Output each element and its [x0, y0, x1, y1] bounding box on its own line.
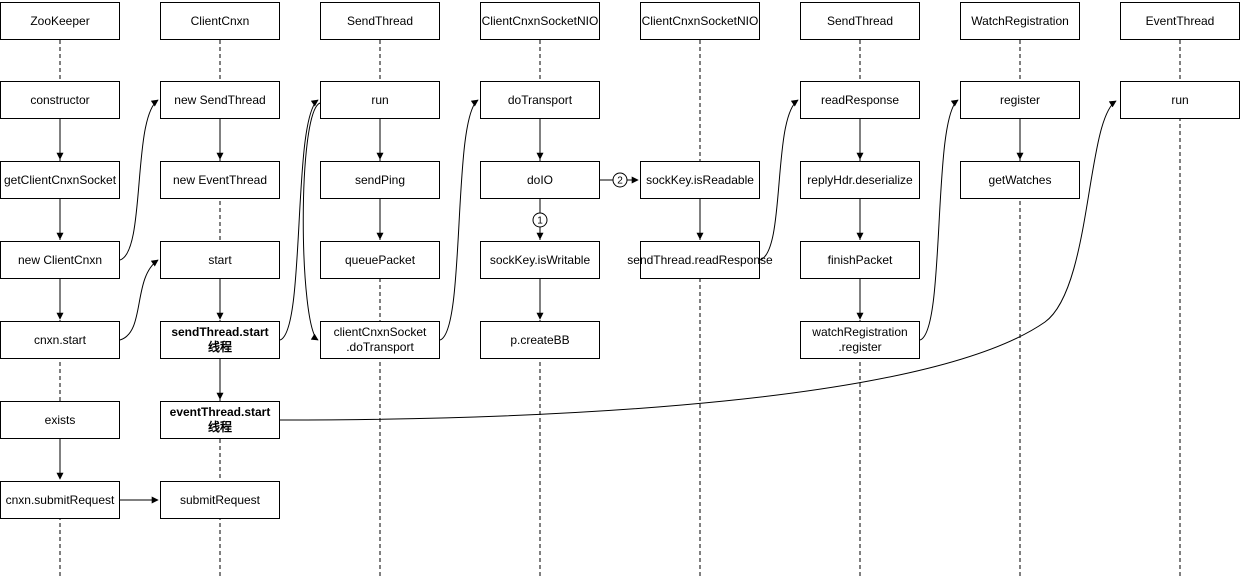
node-label: clientCnxnSocket [333, 325, 427, 339]
edge-st2-watchregistrationregister-to-wr-register [919, 99, 959, 341]
column-header-label: WatchRegistration [971, 13, 1069, 28]
node-nio-sockkeyiswritable: sockKey.isWritable [480, 241, 600, 279]
node-label: doTransport [507, 92, 573, 107]
node-st2-watchregistrationregister: watchRegistration.register [800, 321, 920, 359]
column-header-label: ClientCnxnSocketNIO [481, 13, 599, 28]
node-cc-neweventthread: new EventThread [160, 161, 280, 199]
node-st-sendping: sendPing [320, 161, 440, 199]
column-header-label: ClientCnxnSocketNIO [641, 13, 759, 28]
node-label: sendPing [354, 172, 406, 187]
step-badge-number: 2 [617, 176, 623, 187]
node-wr-getwatches: getWatches [960, 161, 1080, 199]
node-label: sockKey.isWritable [489, 252, 591, 267]
node-label: exists [44, 412, 76, 427]
node-label: eventThread.start [169, 405, 271, 419]
node-nio-dotransport: doTransport [480, 81, 600, 119]
column-header-label: SendThread [826, 13, 894, 28]
node-label: queuePacket [344, 252, 416, 267]
node-label: new SendThread [174, 92, 266, 107]
node-label: getClientCnxnSocket [3, 172, 117, 187]
edge-cc-sendthreadstart-to-st-run [279, 99, 319, 341]
node-label: p.createBB [510, 332, 570, 347]
node-label: replyHdr.deserialize [807, 172, 913, 187]
node-label: readResponse [820, 92, 900, 107]
node-label: 线程 [207, 340, 232, 354]
edge-zk-newclientcnxn-to-cc-newsendthread [119, 99, 159, 261]
node-label: sendThread.start [171, 325, 269, 339]
column-header-watchregistration: WatchRegistration [960, 2, 1080, 40]
node-label: new EventThread [172, 172, 268, 187]
node-label: doIO [526, 172, 553, 187]
node-label: run [1171, 92, 1189, 107]
node-label: .register [838, 340, 882, 354]
node-label: getWatches [988, 172, 1052, 187]
column-header-clientcnxnsocketnio-2: ClientCnxnSocketNIO [640, 2, 760, 40]
node-label: 线程 [207, 420, 232, 434]
column-header-label: SendThread [346, 13, 414, 28]
node-zk-getclientcnxnsocket: getClientCnxnSocket [0, 161, 120, 199]
column-header-clientcnxnsocketnio-1: ClientCnxnSocketNIO [480, 2, 600, 40]
node-st-queuepacket: queuePacket [320, 241, 440, 279]
node-st2-replyhdrdeserialize: replyHdr.deserialize [800, 161, 920, 199]
node-label: .doTransport [346, 340, 414, 354]
edge-st-clientcnxnsocketdotransport-to-nio-dotransport [439, 99, 479, 341]
edge-zk-cnxnstart-to-cc-start [119, 259, 159, 341]
node-zk-cnxnsubmitrequest: cnxn.submitRequest [0, 481, 120, 519]
column-header-sendthread-2: SendThread [800, 2, 920, 40]
node-label: start [208, 252, 232, 267]
column-header-zookeeper: ZooKeeper [0, 2, 120, 40]
column-header-eventthread: EventThread [1120, 2, 1240, 40]
node-label: finishPacket [827, 252, 893, 267]
node-nio-pcreatebb: p.createBB [480, 321, 600, 359]
node-label: new ClientCnxn [17, 252, 103, 267]
column-header-sendthread: SendThread [320, 2, 440, 40]
node-st2-finishpacket: finishPacket [800, 241, 920, 279]
node-label: sockKey.isReadable [646, 172, 754, 187]
edge-cc-eventthreadstart-to-et-run [279, 100, 1117, 421]
node-label: submitRequest [179, 492, 261, 507]
node-st2-readresponse: readResponse [800, 81, 920, 119]
column-header-label: ClientCnxn [190, 13, 250, 28]
node-label: run [371, 92, 389, 107]
node-nio-doio: doIO [480, 161, 600, 199]
edge-st-run-to-st-clientcnxnsocketdotransport [302, 102, 321, 341]
node-label: sendThread.readResponse [627, 252, 773, 267]
edge-nio2-sendthreadreadresponse-to-st2-readresponse [759, 99, 799, 261]
node-label: cnxn.start [33, 332, 87, 347]
node-cc-newsendthread: new SendThread [160, 81, 280, 119]
node-label: cnxn.submitRequest [5, 492, 115, 507]
column-header-clientcnxn: ClientCnxn [160, 2, 280, 40]
node-zk-cnxnstart: cnxn.start [0, 321, 120, 359]
node-st-clientcnxnsocketdotransport: clientCnxnSocket.doTransport [320, 321, 440, 359]
node-zk-constructor: constructor [0, 81, 120, 119]
node-label: register [999, 92, 1040, 107]
node-zk-newclientcnxn: new ClientCnxn [0, 241, 120, 279]
column-header-label: ZooKeeper [30, 13, 90, 28]
step-badge-number: 1 [537, 216, 543, 227]
node-cc-submitrequest: submitRequest [160, 481, 280, 519]
node-wr-register: register [960, 81, 1080, 119]
node-zk-exists: exists [0, 401, 120, 439]
node-nio2-sockkeyisreadable: sockKey.isReadable [640, 161, 760, 199]
node-cc-start: start [160, 241, 280, 279]
node-et-run: run [1120, 81, 1240, 119]
step-badge-2: 2 [612, 172, 628, 188]
node-label: watchRegistration [812, 325, 908, 339]
column-header-label: EventThread [1145, 13, 1215, 28]
node-nio2-sendthreadreadresponse: sendThread.readResponse [627, 241, 773, 279]
node-label: constructor [30, 92, 90, 107]
node-st-run: run [320, 81, 440, 119]
step-badge-1: 1 [532, 212, 548, 228]
